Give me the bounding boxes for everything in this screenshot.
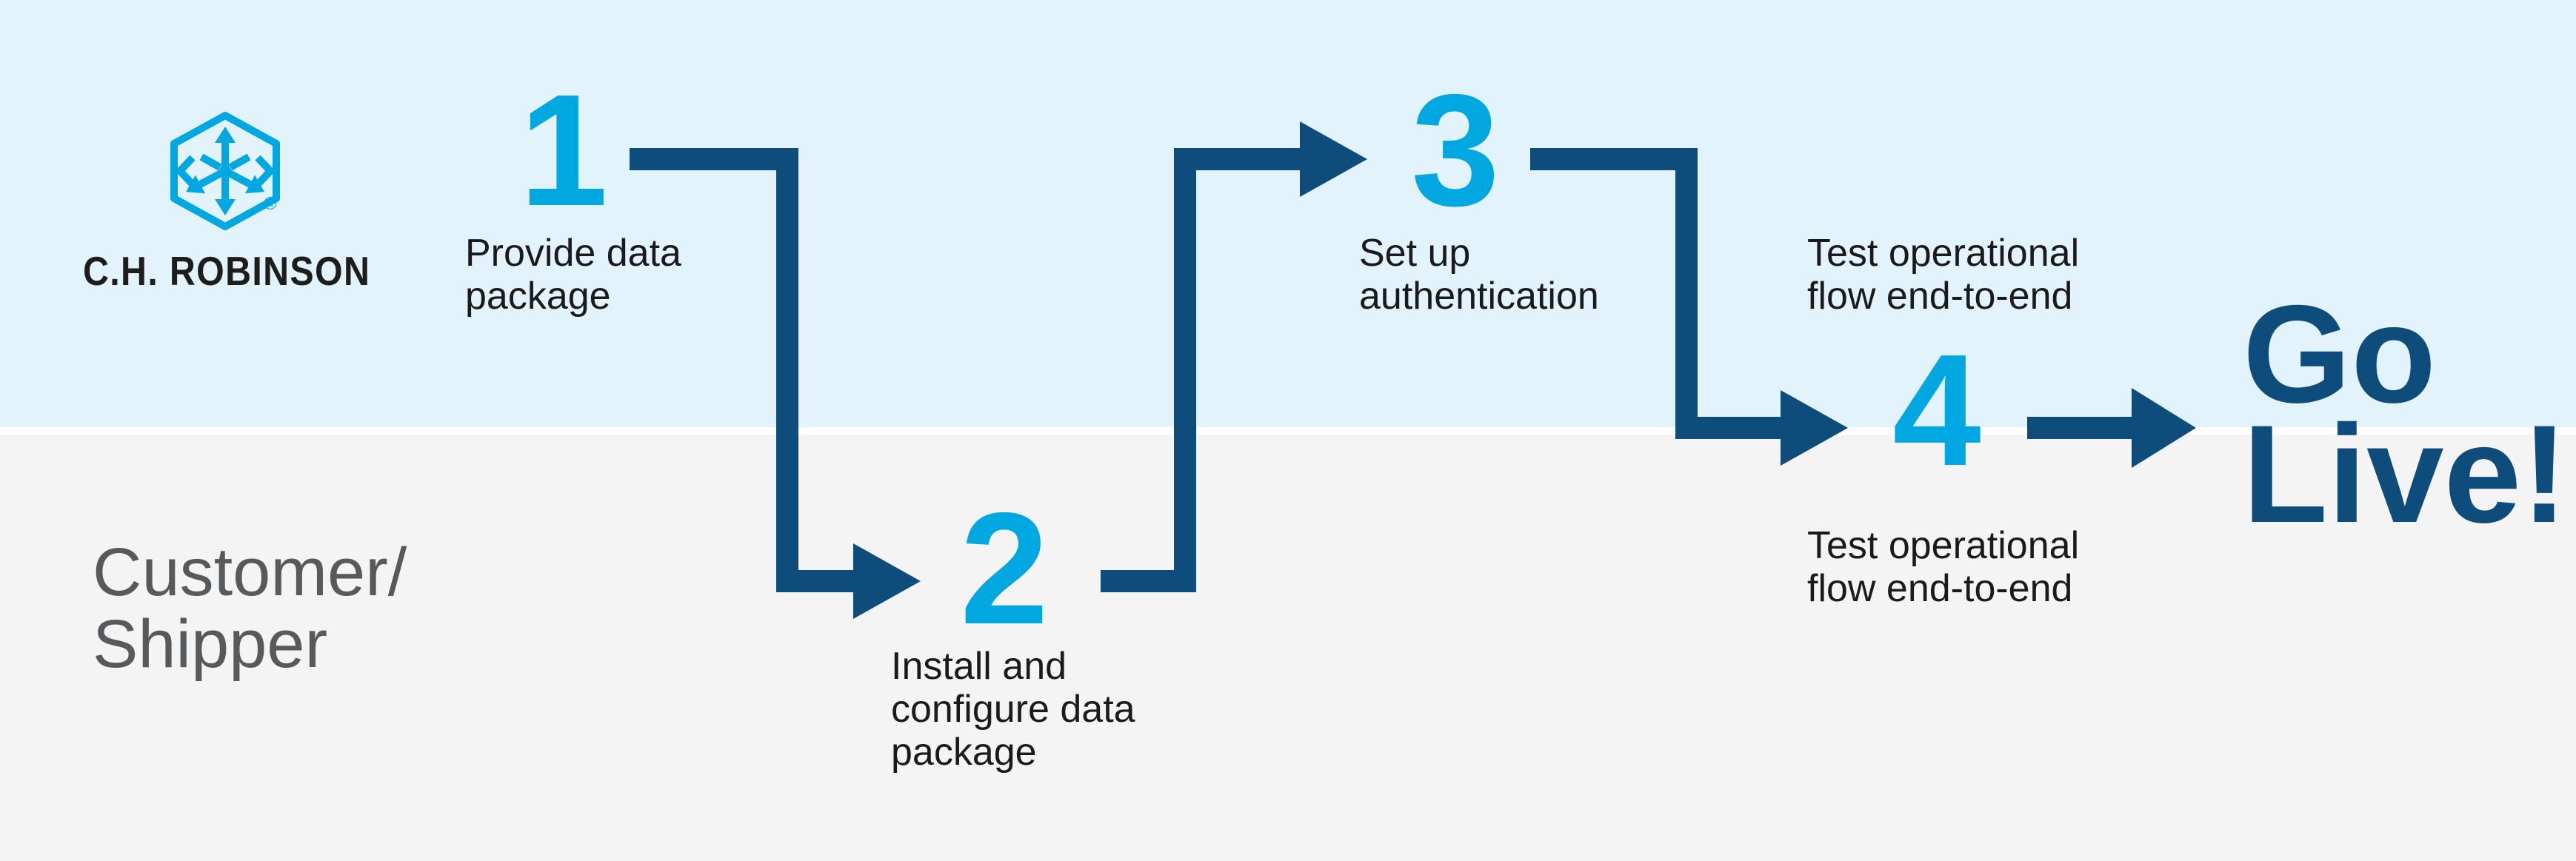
lane-label-customer-shipper: Customer/ Shipper [93,537,407,680]
chrobinson-wordmark: C.H. ROBINSON [83,248,371,294]
step-2-label: Install and configure data package [891,645,1135,774]
chrobinson-lane-band [0,0,2576,427]
step-4-label-above: Test operational flow end-to-end [1807,232,2080,318]
step-3-label: Set up authentication [1359,232,1599,318]
arrow-step3-to-step4 [1530,148,1848,466]
customer-lane-band [0,435,2576,861]
step-4-label-below: Test operational flow end-to-end [1807,524,2080,610]
step-4-number: 4 [1892,321,1981,499]
chrobinson-logo-icon [170,112,280,230]
step-1-label: Provide data package [465,232,681,318]
step-3-number: 3 [1411,61,1500,239]
step-2-number: 2 [960,479,1049,657]
step-1-number: 1 [519,61,608,239]
arrow-step1-to-step2 [630,148,921,619]
lane-separator [0,427,2576,435]
lane-label-line-1: Customer/ [93,535,407,610]
arrow-step2-to-step3 [1101,121,1367,592]
registered-trademark-symbol: ® [264,194,277,214]
lane-label-line-2: Shipper [93,606,328,682]
go-live-text: Go Live! [2243,276,2568,552]
arrow-step4-to-golive [2027,388,2196,468]
